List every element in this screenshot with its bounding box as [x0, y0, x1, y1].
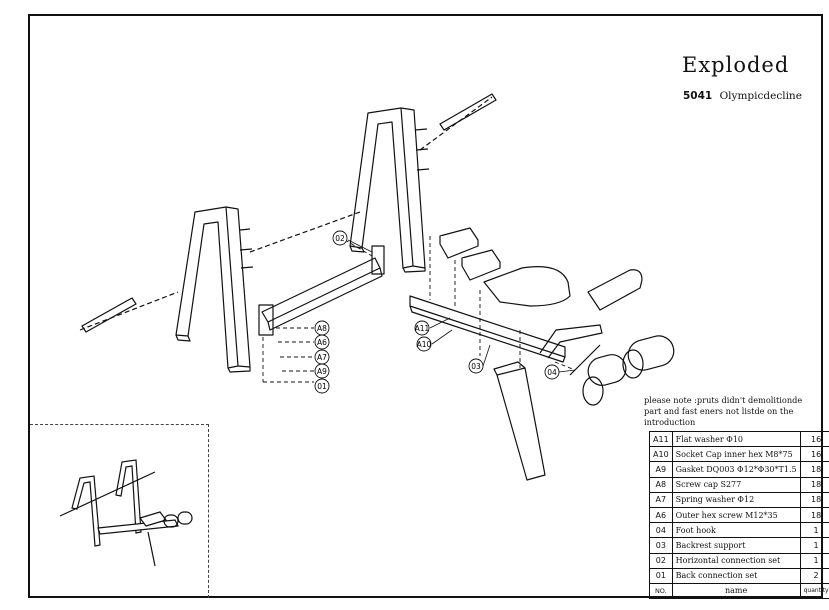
callout-01: 01 [314, 378, 330, 394]
svg-text:A8: A8 [317, 324, 327, 333]
parts-cell-name: Socket Cap inner hex M8*75 [671, 446, 801, 463]
parts-cell-no: A11 [649, 430, 673, 448]
parts-cell-no: A9 [649, 461, 673, 478]
model-line: 5041 Olympicdecline [683, 90, 802, 102]
bench-rail [409, 295, 603, 363]
parts-cell-name: Back connection set [671, 567, 801, 584]
right-upright-frame [349, 107, 430, 273]
assembly-note: please note :pruts didn't demolitionde p… [644, 395, 803, 427]
parts-cell-quantity: 18 [799, 506, 829, 524]
parts-cell-name: Backrest support [671, 537, 801, 554]
parts-cell-quantity: 1 [799, 552, 829, 569]
parts-cell-name: Flat washer Φ10 [671, 430, 801, 448]
svg-text:A10: A10 [417, 340, 432, 349]
svg-text:A7: A7 [317, 353, 327, 362]
parts-cell-no: A10 [649, 446, 673, 463]
bar-sleeves [81, 93, 497, 333]
drawing-title: Exploded [682, 53, 790, 77]
callout-03: 03 [468, 358, 484, 374]
parts-cell-no: 03 [649, 537, 673, 554]
parts-cell-quantity: 1 [799, 522, 829, 539]
parts-cell-name: Outer hex screw M12*35 [671, 506, 801, 524]
parts-cell-quantity: 18 [799, 461, 829, 478]
left-upright-frame [175, 206, 254, 373]
callout-A8: A8 [314, 320, 330, 336]
callout-02: 02 [332, 230, 348, 246]
parts-header-name: name [671, 582, 801, 600]
model-number: 5041 [683, 90, 713, 102]
backrest-support [493, 361, 546, 481]
parts-cell-no: 04 [649, 522, 673, 539]
parts-header-quantity: quantity [799, 582, 829, 600]
assembled-view-thumbnail [59, 459, 193, 567]
parts-cell-no: A8 [649, 476, 673, 493]
parts-cell-quantity: 18 [799, 491, 829, 508]
horizontal-connection-set [258, 245, 385, 336]
svg-text:A9: A9 [317, 367, 327, 376]
svg-text:A11: A11 [415, 324, 430, 333]
parts-header-no: NO. [649, 582, 673, 600]
parts-cell-name: Gasket DQ003 Φ12*Φ30*T1.5 [671, 461, 801, 478]
parts-cell-no: A6 [649, 506, 673, 524]
callout-A6: A6 [314, 334, 330, 350]
callout-A11: A11 [414, 320, 430, 336]
assembled-view-inset [30, 424, 209, 598]
parts-cell-no: A7 [649, 491, 673, 508]
callout-04: 04 [544, 364, 560, 380]
svg-text:03: 03 [471, 362, 481, 371]
parts-cell-quantity: 1 [799, 537, 829, 554]
seat-pads [439, 227, 643, 311]
parts-cell-name: Horizontal connection set [671, 552, 801, 569]
foot-hook-rollers [569, 335, 675, 406]
parts-cell-no: 02 [649, 552, 673, 569]
parts-cell-quantity: 16 [799, 430, 829, 448]
parts-cell-quantity: 16 [799, 446, 829, 463]
callout-bubbles: 02 A8 A6 A7 A9 01 A11 A10 03 04 [314, 230, 560, 394]
svg-text:A6: A6 [317, 338, 327, 347]
callout-A10: A10 [416, 336, 432, 352]
callout-A9: A9 [314, 363, 330, 379]
model-name: Olympicdecline [719, 90, 802, 102]
parts-cell-quantity: 2 [799, 567, 829, 584]
svg-text:02: 02 [335, 234, 345, 243]
parts-cell-no: 01 [649, 567, 673, 584]
parts-cell-name: Spring washer Φ12 [671, 491, 801, 508]
assembly-lines [262, 236, 576, 383]
parts-cell-name: Screw cap S277 [671, 476, 801, 493]
parts-cell-quantity: 18 [799, 476, 829, 493]
parts-cell-name: Foot hook [671, 522, 801, 539]
drawing-frame [28, 14, 823, 598]
svg-text:04: 04 [547, 368, 557, 377]
callout-leaders [347, 239, 576, 373]
callout-A7: A7 [314, 349, 330, 365]
svg-text:01: 01 [317, 382, 327, 391]
